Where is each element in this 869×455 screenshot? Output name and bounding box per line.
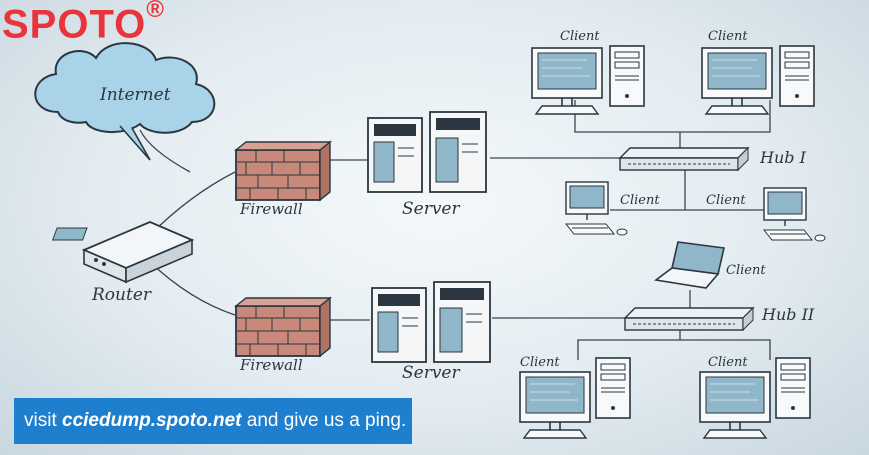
- client-tower-icon: [595, 357, 631, 419]
- client-pc-icon: [763, 187, 826, 242]
- server-top-icon: [367, 111, 487, 193]
- firewall-bottom-label: Firewall: [239, 356, 303, 374]
- client-tower-icon: [779, 45, 815, 107]
- banner-prefix: visit: [24, 410, 62, 431]
- brand-logo: SPOTO®: [2, 0, 165, 47]
- client-label: Client: [706, 193, 746, 208]
- client-label: Client: [708, 29, 748, 44]
- brand-name: SPOTO: [2, 2, 147, 47]
- promo-banner: visit cciedump.spoto.net and give us a p…: [14, 398, 412, 444]
- server-bottom-label: Server: [402, 363, 460, 383]
- client-label: Client: [726, 263, 766, 278]
- hub-bottom-label: Hub II: [761, 305, 815, 324]
- internet-label: Internet: [99, 85, 171, 105]
- client-label: Client: [620, 193, 660, 208]
- client-label: Client: [708, 355, 748, 370]
- firewall-bottom-icon: [235, 297, 331, 357]
- hub-bottom-icon: [624, 307, 754, 331]
- client-pc-icon: [565, 181, 628, 236]
- client-monitor-icon: [519, 371, 591, 439]
- firewall-top-label: Firewall: [239, 200, 303, 218]
- server-top-label: Server: [402, 199, 460, 219]
- client-tower-icon: [775, 357, 811, 419]
- firewall-top-icon: [235, 141, 331, 201]
- router-label: Router: [91, 285, 152, 305]
- connection-lines: [139, 100, 771, 360]
- banner-suffix: and give us a ping.: [241, 410, 407, 431]
- client-tower-icon: [609, 45, 645, 107]
- client-monitor-icon: [701, 47, 773, 115]
- client-label: Client: [560, 29, 600, 44]
- cloud-icon: [34, 42, 216, 161]
- banner-site-link[interactable]: cciedump.spoto.net: [62, 410, 242, 431]
- client-monitor-icon: [699, 371, 771, 439]
- hub-top-icon: [619, 147, 749, 171]
- client-label: Client: [520, 355, 560, 370]
- hub-top-label: Hub I: [759, 148, 807, 167]
- client-monitor-icon: [531, 47, 603, 115]
- laptop-icon: [654, 241, 725, 289]
- router-icon: [51, 221, 195, 284]
- server-bottom-icon: [371, 281, 491, 363]
- brand-registered-mark: ®: [146, 0, 165, 23]
